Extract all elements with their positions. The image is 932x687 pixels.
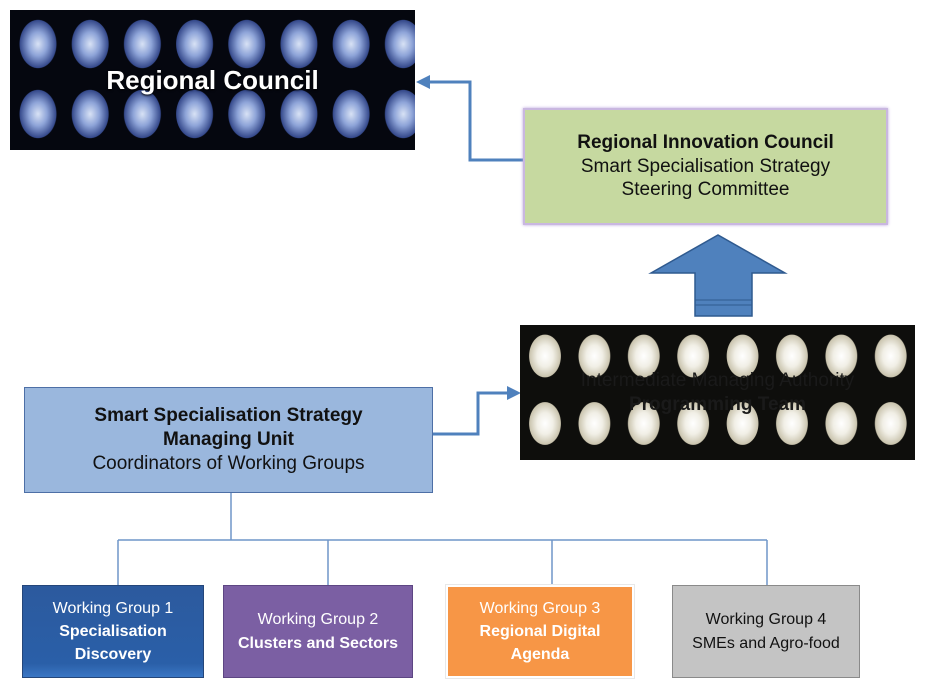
working-group-1-box: Working Group 1 Specialisation Discovery [22,585,204,678]
working-group-name: Specialisation Discovery [59,622,167,664]
managing-unit-box: Smart Specialisation Strategy Managing U… [24,387,433,493]
innovation-council-title: Regional Innovation Council [577,131,834,153]
working-group-2-box: Working Group 2 Clusters and Sectors [223,585,413,678]
managing-unit-line3: Coordinators of Working Groups [92,452,365,474]
regional-council-title: Regional Council [106,64,319,95]
working-group-label: Working Group 2 [257,611,379,629]
arrow-to-regional-council-head [416,75,430,89]
managing-unit-line2: Managing Unit [163,429,294,451]
managing-authority-line2: Programming Team [628,393,807,415]
working-group-name: Regional Digital Agenda [479,622,601,664]
arrow-to-regional-council [426,80,523,162]
regional-innovation-council-box: Regional Innovation Council Smart Specia… [523,108,888,225]
working-group-label: Working Group 3 [479,599,601,617]
regional-council-box: Regional Council [10,10,415,150]
working-group-4-box: Working Group 4 SMEs and Agro-food [672,585,860,678]
innovation-council-line1: Smart Specialisation Strategy [580,155,831,177]
org-tree-lines [117,493,768,585]
arrow-to-managing-authority-head [507,386,521,400]
innovation-council-line2: Steering Committee [621,179,790,201]
block-up-arrow [648,234,788,317]
arrow-to-managing-authority [433,391,510,436]
working-group-label: Working Group 4 [705,611,827,629]
working-group-name: SMEs and Agro-food [692,634,840,652]
working-group-name: Clusters and Sectors [237,634,399,652]
managing-authority-line1: Intermediate Managing Authority [580,369,855,391]
managing-authority-box: Intermediate Managing Authority Programm… [520,325,915,460]
working-group-3-box: Working Group 3 Regional Digital Agenda [445,584,635,679]
managing-unit-line1: Smart Specialisation Strategy [94,405,363,427]
working-group-label: Working Group 1 [52,599,174,617]
